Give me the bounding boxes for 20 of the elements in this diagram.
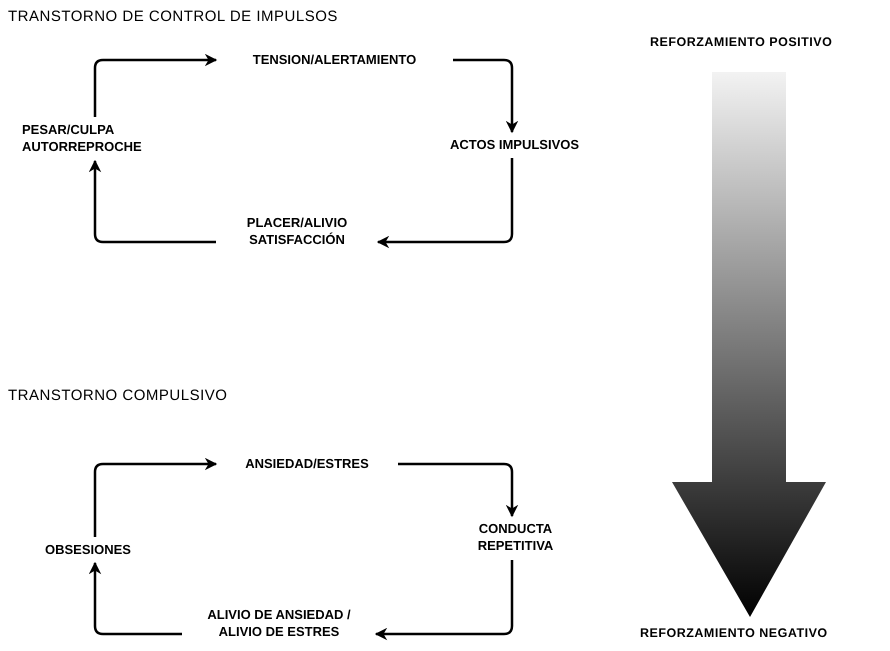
cycle-step-text: ANSIEDAD/ESTRES xyxy=(222,455,392,472)
arrow xyxy=(94,458,218,537)
arrow xyxy=(88,562,182,636)
cycle-step-text: ALIVIO DE ANSIEDAD / ALIVIO DE ESTRES xyxy=(188,606,370,640)
cycle-step-text: TENSION/ALERTAMIENTO xyxy=(222,51,447,68)
arrow xyxy=(376,158,514,248)
axis-label: REFORZAMIENTO NEGATIVO xyxy=(640,626,828,640)
arrow xyxy=(398,462,518,518)
arrow xyxy=(453,58,518,134)
section-heading: TRANSTORNO DE CONTROL DE IMPULSOS xyxy=(8,8,338,25)
cycle-step-text: ACTOS IMPULSIVOS xyxy=(422,136,607,153)
section-heading: TRANSTORNO COMPULSIVO xyxy=(8,387,228,404)
cycle-step-text: PLACER/ALIVIO SATISFACCIÓN xyxy=(222,214,372,248)
cycle-step-text: OBSESIONES xyxy=(45,541,155,558)
arrow xyxy=(94,54,218,117)
cycle-step-text: CONDUCTA REPETITIVA xyxy=(458,520,573,554)
axis-label: REFORZAMIENTO POSITIVO xyxy=(650,35,832,49)
cycle-step-text: PESAR/CULPA AUTORREPROCHE xyxy=(22,121,152,155)
arrow xyxy=(88,160,216,244)
arrow xyxy=(374,560,514,640)
